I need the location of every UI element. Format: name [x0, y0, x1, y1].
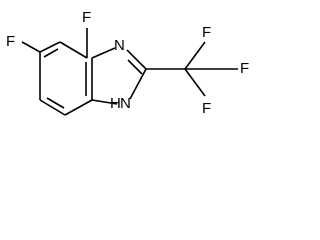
atom-label-f: F — [6, 33, 15, 50]
atom-label-f: F — [202, 24, 211, 41]
atom-label-f: F — [240, 60, 249, 77]
atom-label-n: N — [114, 37, 125, 54]
bond-c4-n-imine — [91, 47, 116, 59]
bond-cf3-f-bottom — [184, 68, 206, 97]
atom-label-f: F — [82, 9, 91, 26]
benzimidazole-structure: F F N N H F F F — [6, 9, 249, 117]
bond-c6-f — [21, 41, 41, 53]
bond-c7-c8-inner — [46, 97, 65, 109]
bond-c5-c6-inner — [43, 48, 59, 58]
bond-c7-c8 — [39, 99, 66, 116]
bond-c5-c6 — [39, 41, 61, 53]
atom-label-f: F — [202, 100, 211, 117]
bond-n-h-c9 — [91, 99, 118, 105]
bond-n-imine-c2 — [126, 49, 147, 70]
bond-c2-n-h — [129, 68, 147, 100]
bond-c8-c9 — [64, 99, 93, 116]
bond-cf3-f-top — [184, 41, 206, 70]
bond-c4-c5 — [59, 41, 88, 59]
atom-label-n: N — [120, 95, 131, 112]
atom-label-h: H — [110, 95, 121, 112]
bond-n-imine-c2-inner — [127, 59, 143, 75]
